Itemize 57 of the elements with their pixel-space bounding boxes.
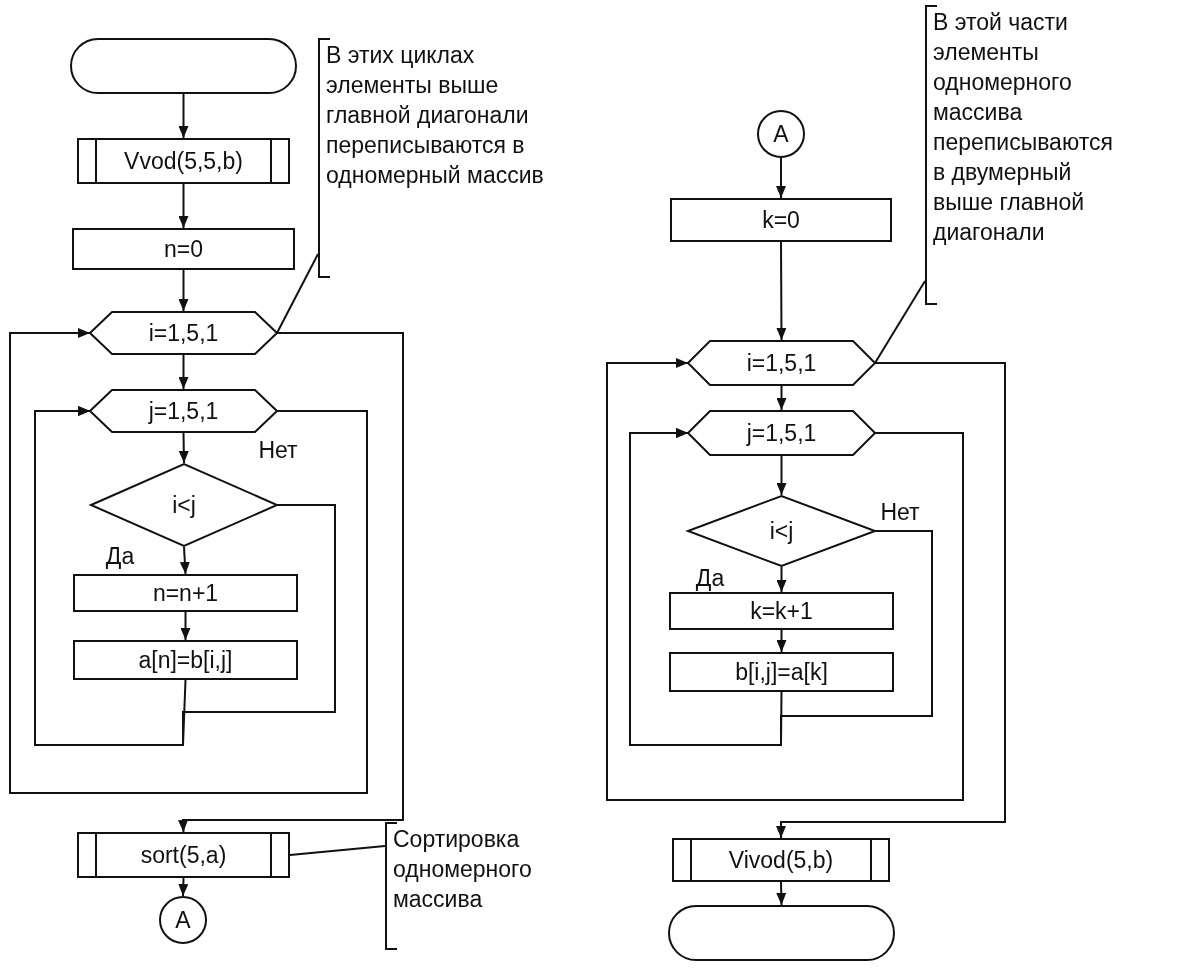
node-label: sort(5,a) [140, 841, 227, 869]
flow-arrow [776, 362, 1006, 839]
node-label: Vivod(5,b) [728, 846, 834, 874]
terminator-shape [70, 38, 297, 94]
node-label: j=1,5,1 [746, 419, 817, 447]
subroutine-box [77, 832, 290, 878]
process-box [73, 574, 298, 612]
flow-arrow [776, 385, 787, 411]
flow-arrow [178, 269, 189, 312]
node-label: a[n]=b[i,j] [138, 646, 233, 674]
connector-circle [757, 110, 805, 158]
node-label: A [175, 906, 191, 934]
node-label: i<j [769, 517, 794, 545]
flow-arrow [776, 566, 787, 593]
flow-arrow [178, 432, 189, 464]
flow-arrow [606, 358, 964, 801]
leader-line [276, 253, 319, 334]
node-label: j=1,5,1 [148, 397, 219, 425]
leader-line [289, 845, 386, 856]
node-label: A [773, 120, 789, 148]
subroutine-box [77, 138, 290, 184]
process-box [669, 652, 894, 692]
flow-arrow [179, 546, 190, 575]
node-label: k=0 [762, 206, 800, 234]
flow-arrow [776, 241, 787, 341]
process-box [73, 640, 298, 680]
node-label: i=1,5,1 [746, 349, 817, 377]
node-label: i=1,5,1 [148, 319, 219, 347]
flow-arrow [776, 629, 787, 653]
flow-arrow [178, 332, 404, 833]
flow-arrow [178, 877, 189, 897]
node-label: n=0 [164, 235, 203, 263]
comment-text: В этой части элементы одномерного массива переписываются в двумерный выше главной диагонали [933, 8, 1114, 247]
node-label: b[i,j]=a[k] [735, 658, 828, 686]
flow-arrow [629, 428, 933, 746]
connector-circle [159, 896, 207, 944]
subroutine-box [672, 838, 890, 882]
process-box [72, 228, 295, 270]
node-label: i<j [172, 491, 196, 519]
flow-arrow [178, 354, 189, 390]
flow-arrow [776, 455, 787, 496]
flow-arrow [180, 611, 191, 641]
flow-arrow [776, 881, 787, 906]
terminator-shape [668, 905, 895, 961]
node-label: k=k+1 [750, 597, 813, 625]
node-label: n=n+1 [152, 579, 219, 607]
flow-arrow [776, 157, 786, 199]
flow-arrow [9, 328, 368, 794]
node-label: Vvod(5,5,b) [124, 147, 243, 175]
flow-arrow [178, 183, 189, 229]
process-box [670, 198, 892, 242]
comment-text: Сортировка одномерного массива [393, 825, 533, 914]
leader-line [874, 280, 926, 364]
flow-arrow [34, 406, 336, 746]
comment-text: В этих циклах элементы выше главной диагонали переписываются в одномерный массив [326, 41, 545, 190]
process-box [669, 592, 894, 630]
flow-arrow [178, 93, 189, 139]
